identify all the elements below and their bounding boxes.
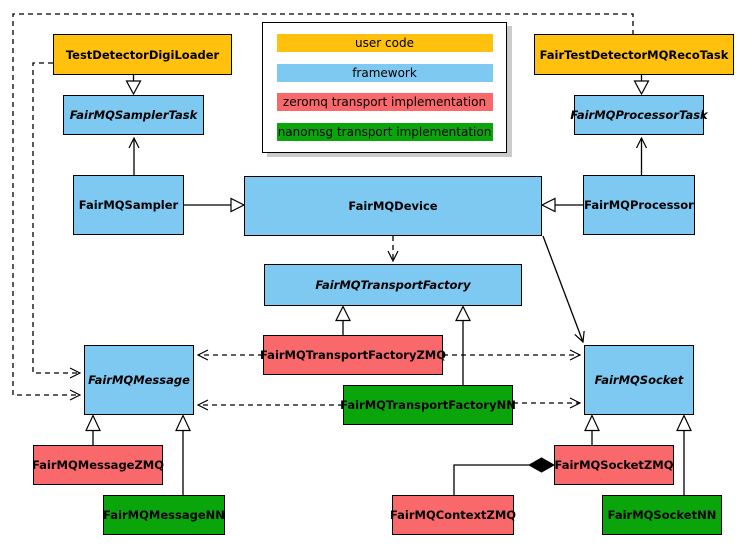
edge-sampler-device: [184, 197, 246, 213]
node-fairmq-transport-factory-nn: FairMQTransportFactoryNN: [340, 385, 516, 425]
edge-socketzmq-contextzmq: [453, 457, 556, 495]
legend-zeromq: zeromq transport implementation: [276, 93, 493, 112]
node-fairmq-transport-factory: FairMQTransportFactory: [264, 264, 522, 306]
edge-factorynn-factory: [455, 305, 471, 385]
node-fairmq-message-zmq: FairMQMessageZMQ: [32, 445, 164, 485]
legend-label: framework: [352, 65, 417, 80]
edge-digiloader-samplertask: [125, 75, 142, 96]
edge-socketzmq-socket: [584, 414, 600, 445]
edge-messagezmq-message: [85, 414, 101, 445]
edge-recotask-processortask: [633, 75, 650, 96]
node-fair-test-detector-mq-reco-task: FairTestDetectorMQRecoTask: [534, 34, 734, 75]
node-fairmq-processor: FairMQProcessor: [583, 175, 695, 235]
node-fairmq-socket-nn: FairMQSocketNN: [602, 495, 722, 535]
node-fairmq-message: FairMQMessage: [84, 345, 194, 415]
edge-messagenn-message: [175, 414, 191, 495]
legend-nanomsg: nanomsg transport implementation: [276, 122, 493, 141]
node-fairmq-message-nn: FairMQMessageNN: [103, 495, 225, 535]
edge-device-socket: [542, 235, 583, 342]
legend-label: user code: [355, 36, 414, 51]
legend: user code framework zeromq transport imp…: [262, 22, 507, 153]
legend-user-code: user code: [276, 34, 493, 53]
node-test-detector-digi-loader: TestDetectorDigiLoader: [53, 34, 232, 75]
node-fairmq-context-zmq: FairMQContextZMQ: [390, 495, 516, 535]
node-fairmq-socket-zmq: FairMQSocketZMQ: [554, 445, 674, 485]
legend-framework: framework: [276, 63, 493, 82]
node-fairmq-socket: FairMQSocket: [584, 345, 694, 415]
node-fairmq-sampler: FairMQSampler: [73, 175, 184, 235]
legend-label: zeromq transport implementation: [282, 95, 487, 110]
node-fairmq-transport-factory-zmq: FairMQTransportFactoryZMQ: [260, 335, 446, 375]
node-fairmq-sampler-task: FairMQSamplerTask: [63, 95, 204, 135]
node-fairmq-processor-task: FairMQProcessorTask: [570, 95, 708, 135]
edge-socketnn-socket: [676, 414, 692, 495]
edge-processor-device: [540, 197, 583, 213]
edge-factoryzmq-factory: [335, 305, 351, 335]
node-fairmq-device: FairMQDevice: [244, 176, 542, 236]
legend-label: nanomsg transport implementation: [277, 124, 492, 139]
